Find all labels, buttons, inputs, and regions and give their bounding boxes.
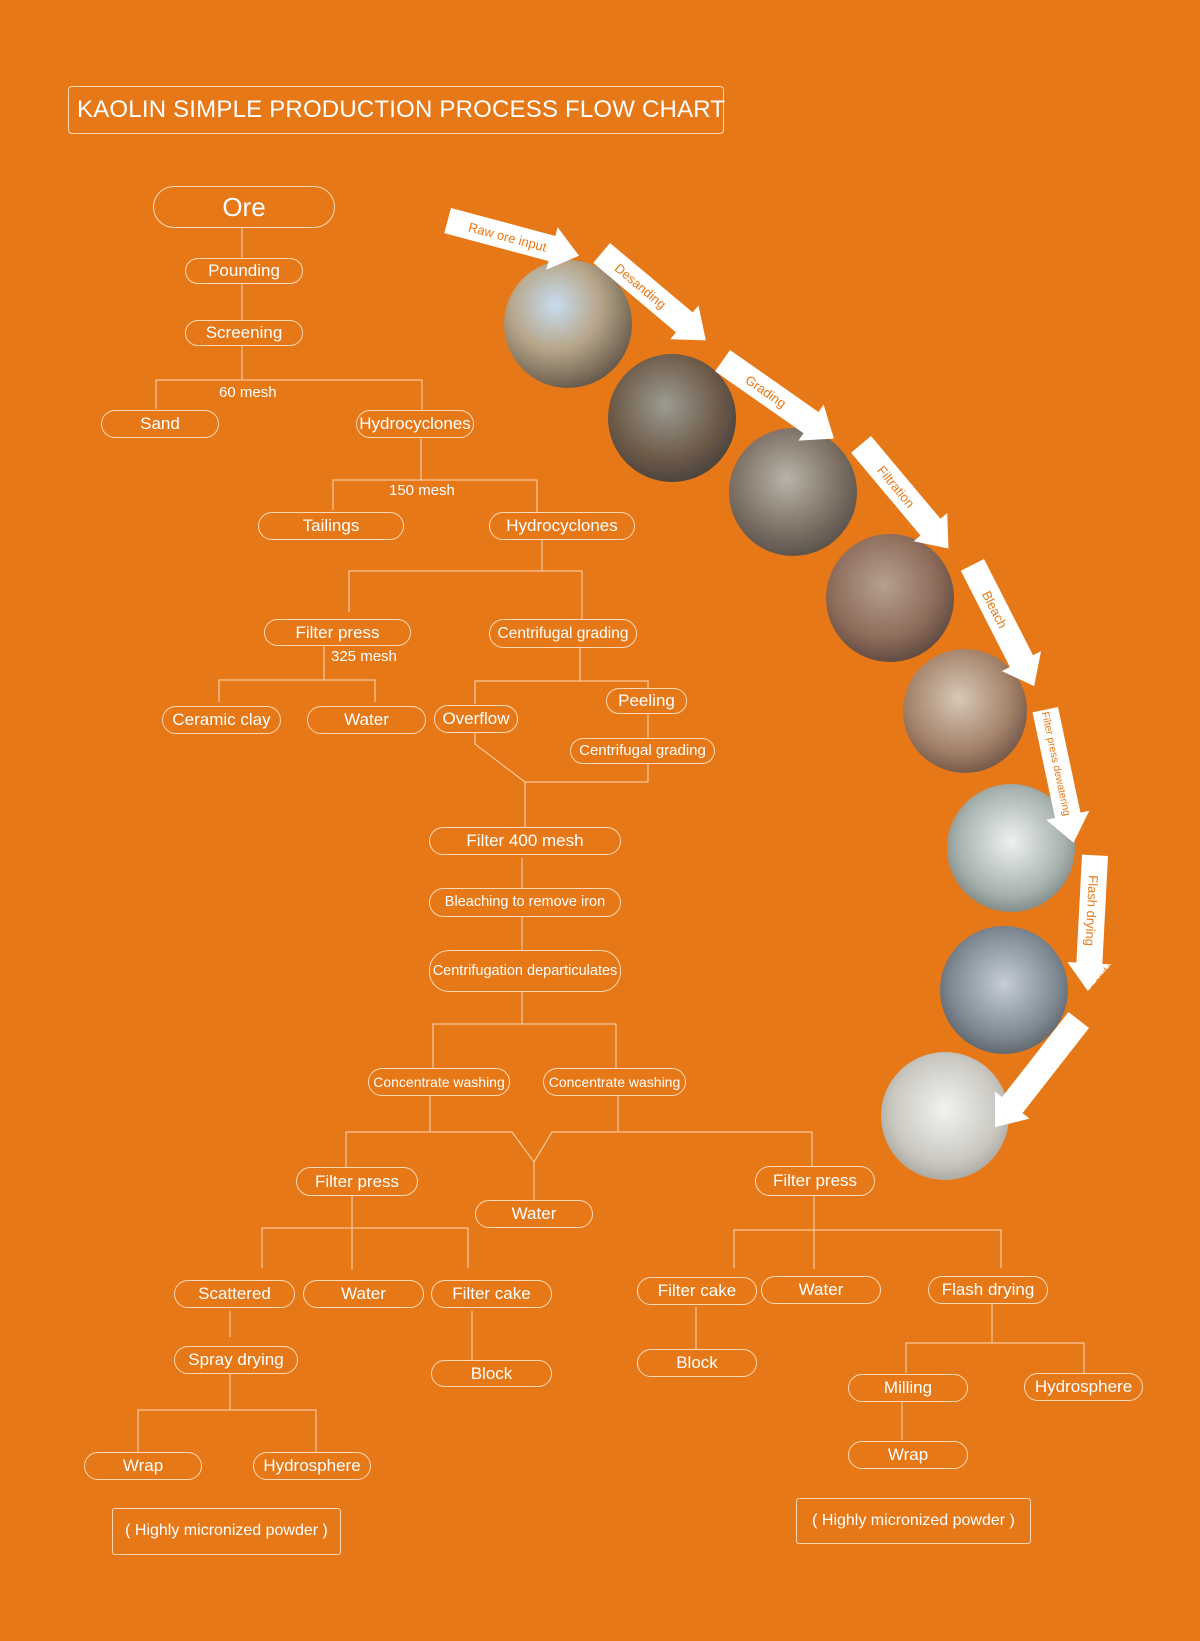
process-photo-sequence bbox=[504, 260, 1075, 1180]
node-ore: Ore bbox=[153, 186, 335, 228]
photo-desanding bbox=[608, 354, 736, 482]
node-hydrocyclones-2: Hydrocyclones bbox=[489, 512, 635, 540]
label-325-mesh: 325 mesh bbox=[331, 648, 397, 665]
node-concentrate-washing-2: Concentrate washing bbox=[543, 1068, 686, 1096]
result-highly-micronized-powder-right: ( Highly micronized powder ) bbox=[796, 1498, 1031, 1544]
photo-raw-ore bbox=[504, 260, 632, 388]
node-centrifugal-grading-1: Centrifugal grading bbox=[489, 619, 637, 648]
photo-grading bbox=[729, 428, 857, 556]
node-filter-press-1: Filter press bbox=[264, 619, 411, 646]
photo-bleach bbox=[903, 649, 1027, 773]
node-scattered: Scattered bbox=[174, 1280, 295, 1308]
node-bleaching: Bleaching to remove iron bbox=[429, 888, 621, 917]
node-sand: Sand bbox=[101, 410, 219, 438]
node-ceramic-clay: Ceramic clay bbox=[162, 706, 281, 734]
node-pounding: Pounding bbox=[185, 258, 303, 284]
node-hydrosphere-1: Hydrosphere bbox=[253, 1452, 371, 1480]
node-filter-cake-2: Filter cake bbox=[637, 1277, 757, 1305]
node-overflow: Overflow bbox=[434, 705, 518, 733]
label-60-mesh: 60 mesh bbox=[219, 384, 277, 401]
node-centrifugation: Centrifugation departiculates bbox=[429, 950, 621, 992]
node-block-2: Block bbox=[637, 1349, 757, 1377]
page-title: KAOLIN SIMPLE PRODUCTION PROCESS FLOW CH… bbox=[68, 86, 725, 134]
photo-packing bbox=[881, 1052, 1009, 1180]
photo-flash-drying bbox=[940, 926, 1068, 1054]
node-centrifugal-grading-2: Centrifugal grading bbox=[570, 738, 715, 764]
node-wrap-1: Wrap bbox=[84, 1452, 202, 1480]
node-water-1: Water bbox=[307, 706, 426, 734]
node-water-3: Water bbox=[303, 1280, 424, 1308]
node-flash-drying: Flash drying bbox=[928, 1276, 1048, 1304]
node-hydrocyclones-1: Hydrocyclones bbox=[356, 410, 474, 438]
node-filter-cake-1: Filter cake bbox=[431, 1280, 552, 1308]
node-spray-drying: Spray drying bbox=[174, 1346, 298, 1374]
node-filter-400-mesh: Filter 400 mesh bbox=[429, 827, 621, 855]
node-hydrosphere-2: Hydrosphere bbox=[1024, 1373, 1143, 1401]
node-filter-press-3: Filter press bbox=[755, 1166, 875, 1196]
node-concentrate-washing-1: Concentrate washing bbox=[368, 1068, 510, 1096]
node-tailings: Tailings bbox=[258, 512, 404, 540]
node-screening: Screening bbox=[185, 320, 303, 346]
node-wrap-2: Wrap bbox=[848, 1441, 968, 1469]
process-arrows: Raw ore input Desanding Grading Filtrati… bbox=[444, 208, 1151, 1128]
node-filter-press-2: Filter press bbox=[296, 1167, 418, 1196]
label-150-mesh: 150 mesh bbox=[389, 482, 455, 499]
arrow-label-flash-drying: Flash drying bbox=[1082, 875, 1101, 947]
node-water-2: Water bbox=[475, 1200, 593, 1228]
node-milling: Milling bbox=[848, 1374, 968, 1402]
node-block-1: Block bbox=[431, 1360, 552, 1387]
node-peeling: Peeling bbox=[606, 688, 687, 714]
arrow-flash-drying: Flash drying bbox=[1067, 854, 1112, 992]
result-highly-micronized-powder-left: ( Highly micronized powder ) bbox=[112, 1508, 341, 1555]
node-water-4: Water bbox=[761, 1276, 881, 1304]
photo-filtration bbox=[826, 534, 954, 662]
photo-filter-press-dewatering bbox=[947, 784, 1075, 912]
